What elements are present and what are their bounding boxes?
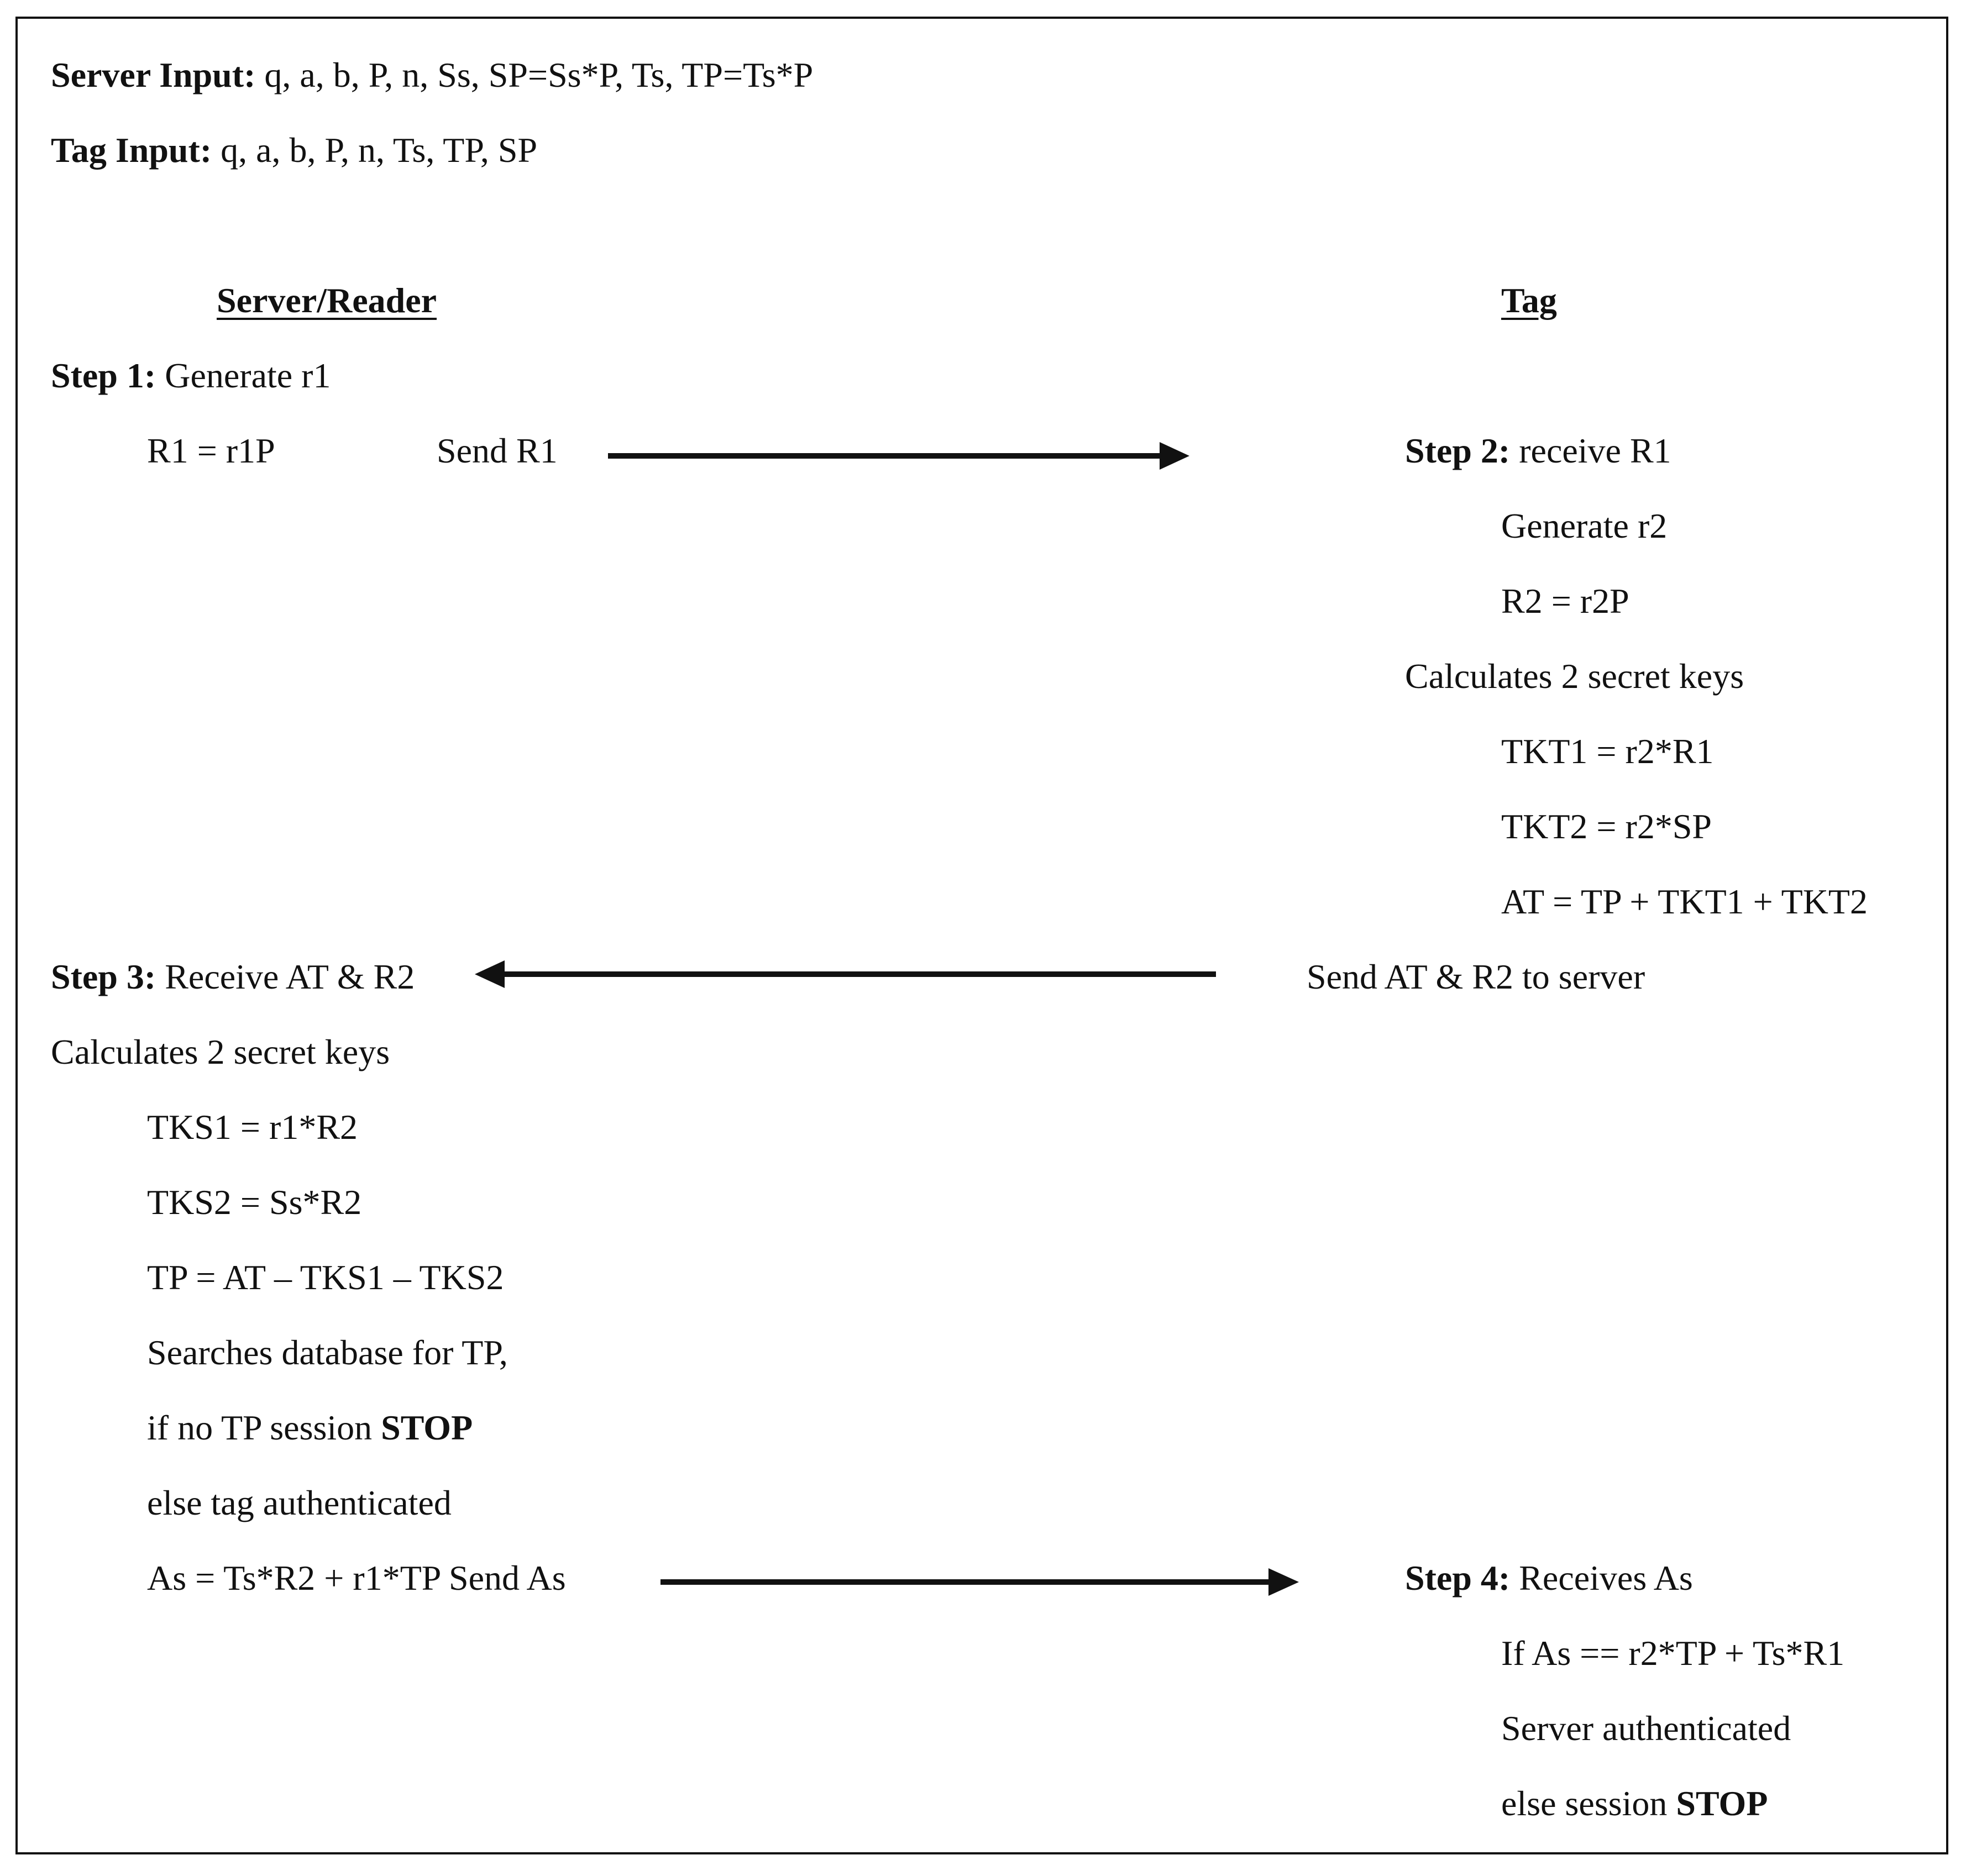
step4-line-3-text: else session: [1501, 1784, 1668, 1823]
step1-formula: R1 = r1P: [147, 431, 275, 470]
step4-line-2: Server authenticated: [1501, 1709, 1791, 1748]
step4-line-1: If As == r2*TP + Ts*R1: [1501, 1633, 1845, 1673]
step3-line-3: TKS2 = Ss*R2: [147, 1183, 362, 1222]
step1-line: Step 1: Generate r1: [51, 358, 331, 393]
step2-line-2: R2 = r2P: [1501, 581, 1629, 621]
step2-line-1: Generate r2: [1501, 506, 1668, 545]
step2-label: Step 2:: [1405, 431, 1511, 470]
step2-line-4: TKT1 = r2*R1: [1501, 732, 1714, 771]
step1-text: Generate r1: [165, 356, 331, 395]
step3-line-4: TP = AT – TKS1 – TKS2: [147, 1258, 504, 1297]
step2-text: receive R1: [1519, 431, 1671, 470]
step3-line-7: else tag authenticated: [147, 1483, 452, 1522]
step3-line-1: Calculates 2 secret keys: [51, 1032, 390, 1071]
server-reader-header: Server/Reader: [217, 281, 437, 320]
step3-formula-line: As = Ts*R2 + r1*TP Send As: [147, 1560, 566, 1596]
tag-input-label: Tag Input:: [51, 130, 212, 170]
step3-line-2: TKS1 = r1*R2: [147, 1107, 358, 1147]
step2-line-6: AT = TP + TKT1 + TKT2: [1501, 882, 1868, 921]
step3-text: Receive AT & R2: [165, 957, 415, 996]
step2-line: Step 2: receive R1: [1405, 433, 1671, 469]
step3-line: Step 3: Receive AT & R2: [51, 959, 415, 995]
step3-stop: STOP: [381, 1408, 473, 1447]
diagram-frame: [15, 17, 1948, 1854]
step3-line-6-text: if no TP session: [147, 1408, 373, 1447]
step3-send: Send As: [449, 1558, 566, 1598]
step4-label: Step 4:: [1405, 1558, 1511, 1598]
tag-header: Tag: [1501, 281, 1557, 320]
step1-send: Send R1: [437, 431, 558, 470]
tag-input-line: Tag Input: q, a, b, P, n, Ts, TP, SP: [51, 133, 537, 168]
step4-line: Step 4: Receives As: [1405, 1560, 1693, 1596]
tag-input-values: q, a, b, P, n, Ts, TP, SP: [221, 130, 538, 170]
arrow-send-as: [660, 1568, 1299, 1596]
step3-line-5: Searches database for TP,: [147, 1333, 508, 1372]
step2-line-5: TKT2 = r2*SP: [1501, 807, 1712, 846]
step2-line-3: Calculates 2 secret keys: [1405, 656, 1744, 696]
step4-line-3: else session STOP: [1501, 1786, 1768, 1821]
step4-stop: STOP: [1676, 1784, 1768, 1823]
step3-formula: As = Ts*R2 + r1*TP: [147, 1558, 440, 1598]
server-input-values: q, a, b, P, n, Ss, SP=Ss*P, Ts, TP=Ts*P: [264, 55, 814, 94]
arrow-send-r1: [608, 442, 1189, 470]
step4-text: Receives As: [1519, 1558, 1693, 1598]
step3-label: Step 3:: [51, 957, 156, 996]
step3-line-6: if no TP session STOP: [147, 1410, 473, 1446]
server-input-label: Server Input:: [51, 55, 256, 94]
step2-send: Send AT & R2 to server: [1307, 957, 1645, 996]
server-input-line: Server Input: q, a, b, P, n, Ss, SP=Ss*P…: [51, 57, 813, 93]
step1-label: Step 1:: [51, 356, 156, 395]
arrow-send-at-r2: [475, 960, 1216, 988]
